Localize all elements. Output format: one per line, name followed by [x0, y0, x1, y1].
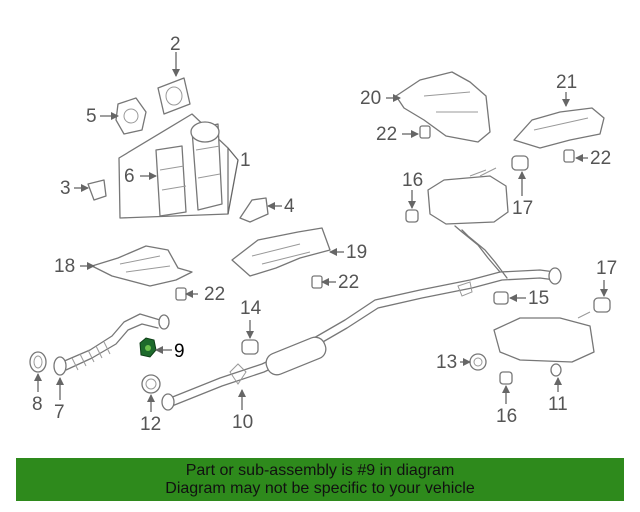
callout-4: 4 — [284, 196, 295, 217]
banner-line-part: Part or sub-assembly is #9 in diagram — [185, 462, 455, 479]
callout-22-a: 22 — [376, 124, 397, 145]
gasket-part-13 — [469, 353, 487, 371]
muffler-upper — [427, 167, 509, 225]
callout-16-lower: 16 — [496, 406, 517, 427]
callout-8: 8 — [32, 394, 43, 415]
callout-7: 7 — [54, 402, 65, 423]
bracket-leader-1 — [227, 147, 239, 215]
callout-3: 3 — [60, 178, 71, 199]
flange-part-5 — [115, 97, 147, 135]
bracket-part-3 — [87, 179, 107, 201]
heat-shield-part-18 — [91, 245, 193, 287]
callout-2: 2 — [170, 34, 181, 55]
callout-10: 10 — [232, 412, 253, 433]
callout-21: 21 — [556, 72, 577, 93]
center-exhaust-pipe — [161, 225, 562, 411]
callout-12: 12 — [140, 414, 161, 435]
callout-17-lower: 17 — [596, 258, 617, 279]
callout-13: 13 — [436, 352, 457, 373]
bolt-part-22-c — [175, 287, 187, 301]
hanger-part-14 — [241, 339, 259, 355]
heat-shield-part-20 — [395, 71, 491, 143]
heat-shield-part-19 — [231, 227, 331, 277]
callout-labels: 1 2 3 4 5 6 7 8 9 10 11 12 13 14 15 16 1… — [32, 34, 617, 435]
leader-lines — [34, 52, 608, 412]
callout-1: 1 — [240, 150, 251, 171]
bolt-part-22-a — [419, 125, 431, 139]
gasket-part-2 — [157, 77, 191, 115]
callout-16-upper: 16 — [402, 170, 423, 191]
exhaust-hanger-part-9[interactable] — [139, 337, 157, 358]
catalytic-converter-assembly — [118, 113, 229, 219]
callout-15: 15 — [528, 288, 549, 309]
callout-9[interactable]: 9 — [174, 341, 185, 362]
hanger-part-15 — [493, 291, 509, 305]
callout-19: 19 — [346, 242, 367, 263]
hanger-part-17-lower — [593, 297, 611, 313]
bolt-part-22-b — [563, 149, 575, 163]
gasket-part-8 — [29, 351, 47, 373]
heat-shield-part-21 — [513, 107, 605, 149]
bolt-part-22-d — [311, 275, 323, 289]
part-info-banner: Part or sub-assembly is #9 in diagram Di… — [16, 458, 624, 501]
rear-muffler-part-11 — [493, 311, 595, 377]
callout-22-d: 22 — [338, 272, 359, 293]
callout-17-upper: 17 — [512, 198, 533, 219]
hanger-part-17-upper — [511, 155, 529, 171]
bracket-part-4 — [239, 197, 269, 223]
callout-6: 6 — [124, 166, 135, 187]
hanger-part-16-lower — [499, 371, 513, 385]
callout-22-b: 22 — [590, 148, 611, 169]
callout-18: 18 — [54, 256, 75, 277]
callout-5: 5 — [86, 106, 97, 127]
callout-11: 11 — [548, 394, 568, 415]
front-pipe — [53, 313, 170, 376]
hanger-part-16-upper — [405, 209, 419, 223]
callout-20: 20 — [360, 88, 381, 109]
callout-22-c: 22 — [204, 284, 225, 305]
gasket-part-12 — [141, 374, 161, 394]
callout-14: 14 — [240, 298, 262, 319]
banner-line-disclaimer: Diagram may not be specific to your vehi… — [165, 480, 475, 497]
